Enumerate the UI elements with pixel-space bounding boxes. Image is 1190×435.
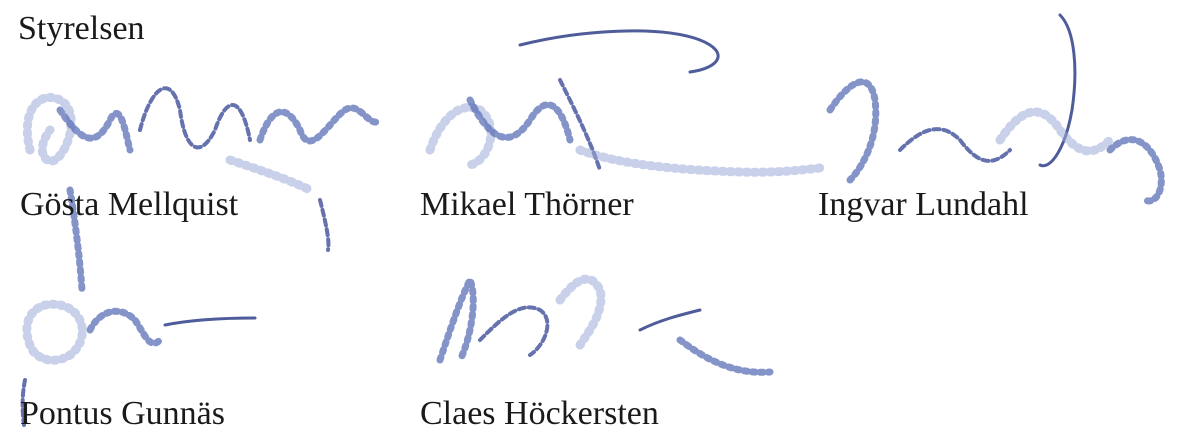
signature-ingvar-lundahl [826,13,1165,205]
signer-name-4: Pontus Gunnäs [20,395,225,432]
signer-name-2: Mikael Thörner [420,186,634,223]
signer-name-1: Gösta Mellquist [20,186,239,223]
signature-mikael-thorner [425,29,825,177]
signature-claes-hockersten [436,274,774,376]
signer-name-5: Claes Höckersten [420,395,659,432]
board-heading: Styrelsen [18,10,145,47]
signer-name-3: Ingvar Lundahl [818,186,1029,223]
